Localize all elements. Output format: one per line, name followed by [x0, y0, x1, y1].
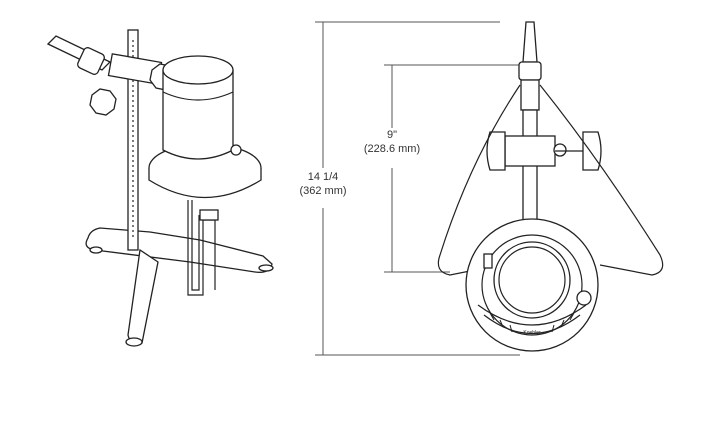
overall-height-label: 14 1/4 (362 mm)	[293, 170, 353, 198]
dial-scale	[477, 304, 587, 326]
side-view-instrument	[46, 29, 274, 347]
tripod-arm-left	[437, 84, 521, 276]
dimension-lines	[315, 21, 520, 356]
front-view-instrument: Koehler	[437, 21, 664, 352]
overall-height-metric: (362 mm)	[299, 185, 347, 197]
tripod-base	[85, 227, 273, 273]
knob-right	[582, 131, 602, 171]
stand-height-imperial: 9"	[386, 129, 398, 141]
knob-left	[486, 131, 506, 171]
stand-height-metric: (228.6 mm)	[363, 143, 421, 155]
dial-logo: Koehler	[523, 330, 541, 336]
stand-height-label: 9" (228.6 mm)	[362, 128, 422, 156]
clamp-knob	[89, 88, 117, 116]
overall-height-imperial: 14 1/4	[307, 171, 339, 183]
probe	[187, 200, 216, 296]
